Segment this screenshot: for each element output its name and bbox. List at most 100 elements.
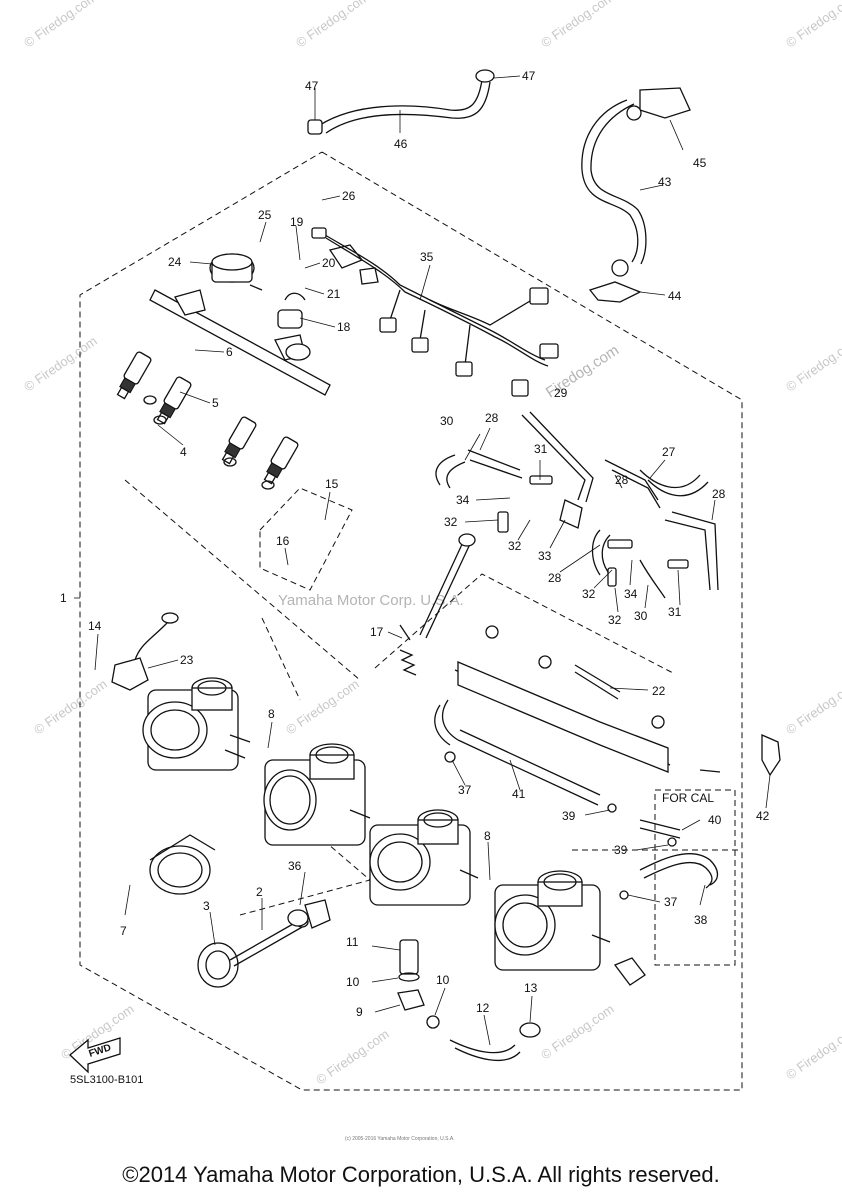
throttle-body-4 [494, 870, 611, 971]
callout-10: 10 [346, 975, 360, 989]
callout-23: 23 [180, 653, 194, 667]
copyright-notice: ©2014 Yamaha Motor Corporation, U.S.A. A… [122, 1162, 720, 1187]
watermark-site: © Firedog.com [783, 0, 842, 50]
callout-47: 47 [522, 69, 536, 83]
diagram-code: 5SL3100-B101 [70, 1074, 143, 1086]
callout-8: 8 [484, 829, 491, 843]
callout-37: 37 [664, 895, 678, 909]
throttle-body-2 [263, 743, 371, 846]
pressure-sensor-18 [277, 292, 306, 329]
vacuum-hose-network [435, 411, 719, 599]
leader-lines [74, 75, 771, 1046]
watermark-site: © Firedog.com [293, 0, 372, 50]
for-cal-label: FOR CAL [662, 791, 714, 805]
callout-32: 32 [608, 613, 622, 627]
callout-27: 27 [662, 445, 676, 459]
upper-vacuum-hose [307, 69, 495, 135]
callout-8: 8 [268, 707, 275, 721]
callout-20: 20 [322, 256, 336, 270]
callout-38: 38 [694, 913, 708, 927]
hose-11-12 [397, 939, 541, 1061]
watermark-site: © Firedog.com [538, 0, 617, 50]
watermark-layer: © Firedog.com © Firedog.com © Firedog.co… [21, 0, 842, 1087]
callout-30: 30 [440, 414, 454, 428]
callout-17: 17 [370, 625, 384, 639]
callout-32: 32 [444, 515, 458, 529]
callout-31: 31 [534, 442, 548, 456]
callout-16: 16 [276, 534, 290, 548]
pressure-regulator-24 [209, 253, 263, 291]
watermark-site: © Firedog.com [783, 333, 842, 394]
intake-boot-3 [197, 942, 239, 988]
callout-30: 30 [634, 609, 648, 623]
watermark-site: © Firedog.com [783, 676, 842, 737]
fwd-arrow: FWD [69, 1037, 121, 1074]
sensor-23 [111, 612, 179, 691]
callout-29: 29 [554, 386, 568, 400]
callout-44: 44 [668, 289, 682, 303]
funnel-cover-3 [149, 834, 216, 895]
callout-28: 28 [485, 411, 499, 425]
callout-labels: 47 47 46 45 43 44 26 25 24 19 20 21 18 3… [60, 69, 770, 1019]
callout-34: 34 [624, 587, 638, 601]
callout-5: 5 [212, 396, 219, 410]
throttle-body-1 [142, 677, 251, 771]
callout-40: 40 [708, 813, 722, 827]
callout-12: 12 [476, 1001, 490, 1015]
callout-26: 26 [342, 189, 356, 203]
callout-9: 9 [356, 1005, 363, 1019]
callout-35: 35 [420, 250, 434, 264]
watermark-site: © Firedog.com [783, 1021, 842, 1082]
callout-18: 18 [337, 320, 351, 334]
callout-32: 32 [508, 539, 522, 553]
throttle-linkage [419, 533, 781, 777]
callout-32: 32 [582, 587, 596, 601]
watermark-site: © Firedog.com [31, 676, 110, 737]
watermark-center: Yamaha Motor Corp. U.S.A. [278, 592, 464, 609]
callout-37: 37 [458, 783, 472, 797]
callout-14: 14 [88, 619, 102, 633]
tiny-notice: (c) 2005-2016 Yamaha Motor Corporation, … [345, 1136, 455, 1142]
callout-46: 46 [394, 137, 408, 151]
callout-47: 47 [305, 79, 319, 93]
fuel-rail [149, 289, 331, 396]
callout-1: 1 [60, 591, 67, 605]
callout-45: 45 [693, 156, 707, 170]
callout-7: 7 [120, 924, 127, 938]
callout-13: 13 [524, 981, 538, 995]
watermark-site: © Firedog.com [313, 1026, 392, 1087]
breather-hose-43 [581, 87, 691, 303]
callout-39: 39 [614, 843, 628, 857]
wire-harness-35 [311, 227, 559, 397]
callout-41: 41 [512, 787, 526, 801]
watermark-site: © Firedog.com [283, 676, 362, 737]
callout-10: 10 [436, 973, 450, 987]
callout-6: 6 [226, 345, 233, 359]
watermark-site: © Firedog.com [21, 0, 100, 50]
callout-42: 42 [756, 809, 770, 823]
watermark-site: © Firedog.com [21, 333, 100, 394]
callout-34: 34 [456, 493, 470, 507]
callout-21: 21 [327, 287, 341, 301]
fuel-injectors [116, 351, 299, 490]
elbow-right [613, 957, 646, 986]
spring-17 [399, 624, 417, 676]
callout-24: 24 [168, 255, 182, 269]
callout-36: 36 [288, 859, 302, 873]
callout-31: 31 [668, 605, 682, 619]
callout-2: 2 [256, 885, 263, 899]
callout-33: 33 [538, 549, 552, 563]
callout-39: 39 [562, 809, 576, 823]
watermark-site: © Firedog.com [538, 1001, 617, 1062]
injector-rail-group-outline [259, 487, 353, 591]
callout-28: 28 [712, 487, 726, 501]
throttle-body-3 [369, 809, 479, 906]
callout-25: 25 [258, 208, 272, 222]
callout-28: 28 [615, 473, 629, 487]
callout-15: 15 [325, 477, 339, 491]
callout-28: 28 [548, 571, 562, 585]
callout-19: 19 [290, 215, 304, 229]
callout-3: 3 [203, 899, 210, 913]
